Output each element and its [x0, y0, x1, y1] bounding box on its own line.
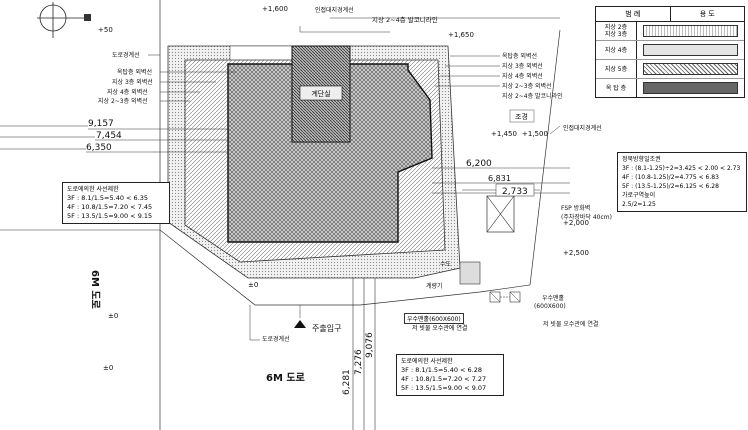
- elev-upper-right: +1,650: [448, 31, 474, 39]
- label-left-wall-3: 지상 4층 외벽선: [107, 88, 148, 96]
- dim-9076: 9,076: [365, 332, 375, 358]
- legend-row: 지상 4층: [596, 41, 744, 60]
- label-meter: 계량기: [426, 282, 443, 290]
- dimension-lines-bottom: [352, 278, 376, 430]
- dimension-lines-left: [0, 125, 228, 153]
- note-title: 도로에의한 사선제한: [401, 358, 453, 365]
- label-road-boundary: 도로경계선: [112, 51, 140, 59]
- note-line: 3F : (8.1-1.25)÷2=3.425 < 2.00 < 2.73: [622, 165, 741, 172]
- elev-bottom-right: +2,500: [563, 249, 589, 257]
- legend-row: 옥 탑 층: [596, 79, 744, 97]
- label-road-boundary-bottom: 도로경계선: [262, 335, 290, 343]
- legend-row-label: 지상 4층: [604, 46, 628, 54]
- elev-right-edge: +1,500: [522, 130, 548, 138]
- elev-right-lower: +2,000: [563, 219, 589, 227]
- note-line: 3F : 8.1/1.5=5.40 < 6.28: [401, 366, 483, 374]
- legend-header-use: 용 도: [699, 10, 715, 18]
- label-fsp-sub: (주차장바닥 40cm): [561, 213, 612, 221]
- entrance-arrow-icon: [294, 320, 306, 328]
- label-right-wall-4: 지상 2~3층 외벽선: [502, 82, 552, 90]
- dim-7454: 7,454: [96, 131, 122, 141]
- legend-row-label-2: 지상 3층: [604, 31, 628, 38]
- label-left-wall-1: 옥탑층 외벽선: [117, 68, 152, 76]
- elev-far-left-bottom: ±0: [103, 364, 113, 372]
- label-right-wall-3: 지상 4층 외벽선: [502, 72, 543, 80]
- dim-2733: 2,733: [502, 187, 528, 197]
- note-title: 도로에의한 사선제한: [67, 186, 119, 193]
- label-sewer-right: 저 빗물 오수관에 연결: [543, 320, 598, 328]
- label-road-bottom: 6M 도로: [266, 372, 305, 384]
- note-line: 4F : 10.8/1.5=7.20 < 7.27: [401, 375, 487, 383]
- label-road-left: 6M 도로: [89, 270, 101, 309]
- tower-label: 계단실: [311, 89, 330, 98]
- dim-7276: 7,276: [354, 349, 364, 375]
- leader-lines: [148, 26, 561, 341]
- legend-swatch: [643, 82, 738, 94]
- label-gutter-right-sub: (600X600): [534, 303, 566, 310]
- note-line: 5F : 13.5/1.5=9.00 < 9.07: [401, 384, 487, 392]
- label-balcony: 지상 2~4층 발코니라인: [372, 15, 438, 24]
- dim-6350: 6,350: [86, 143, 112, 153]
- note-line: 4F : 10.8/1.5=7.20 < 7.45: [67, 203, 153, 211]
- legend-header-symbol: 범 례: [596, 7, 671, 21]
- setback-note-bottom: 도로에의한 사선제한 3F : 8.1/1.5=5.40 < 6.28 4F :…: [396, 354, 504, 396]
- elev-top: +1,600: [262, 5, 288, 13]
- label-entrance: 주출입구: [312, 323, 341, 333]
- dim-6281: 6,281: [342, 369, 352, 395]
- elev-bottom-left: ±0: [248, 281, 258, 289]
- label-left-wall-4: 지상 2~3층 외벽선: [98, 97, 148, 105]
- label-right-balcony: 지상 2~4층 발코니라인: [502, 92, 563, 100]
- note-line: 2.5/2=1.25: [622, 201, 656, 208]
- legend-swatch: [643, 63, 738, 75]
- gutter-tag: 우수맨홀(600X600): [404, 313, 464, 324]
- dim-6831: 6,831: [488, 174, 511, 183]
- floor-5-footprint: [227, 63, 433, 243]
- legend-swatch: [643, 25, 738, 37]
- note-line: 5F : (13.5-1.25)/2=6.125 < 6.28: [622, 183, 719, 190]
- north-arrow: [37, 2, 91, 38]
- elev-mid-right: +1,450: [491, 130, 517, 138]
- site-boundary: [0, 0, 561, 430]
- label-right-wall-1: 옥탑층 외벽선: [502, 52, 537, 60]
- legend-row: 지상 5층: [596, 60, 744, 79]
- note-line: 3F : 8.1/1.5=5.40 < 6.35: [67, 194, 149, 202]
- note-line: 5F : 13.5/1.5=9.00 < 9.15: [67, 212, 153, 220]
- legend-row-label: 옥 탑 층: [605, 84, 627, 92]
- note-subtitle: 가로구역높이: [622, 192, 656, 199]
- label-left-wall-2: 지상 3층 외벽선: [112, 78, 153, 86]
- label-garden: 조경: [515, 112, 528, 121]
- dim-9157: 9,157: [88, 119, 114, 129]
- label-boundary-top: 인접대지경계선: [315, 6, 354, 14]
- label-fsp: FSP 방화벽: [561, 204, 590, 212]
- legend-row-label: 지상 2층: [604, 24, 628, 31]
- label-adjacent-right: 인접대지경계선: [563, 124, 602, 132]
- elev-north: +50: [98, 26, 113, 34]
- label-water-meter: 수도: [440, 261, 452, 268]
- sewer-tag: 저 빗물 오수관에 연결: [412, 325, 468, 332]
- note-title: 정북방향일조권: [622, 156, 661, 163]
- legend-swatch: [643, 44, 738, 56]
- legend-row-label: 지상 5층: [604, 65, 628, 73]
- sunlight-note-right: 정북방향일조권 3F : (8.1-1.25)÷2=3.425 < 2.00 <…: [617, 152, 747, 212]
- elev-far-left: ±0: [108, 312, 118, 320]
- setback-note-left: 도로에의한 사선제한 3F : 8.1/1.5=5.40 < 6.35 4F :…: [62, 182, 170, 224]
- label-right-wall-2: 지상 3층 외벽선: [502, 62, 543, 70]
- note-line: 4F : (10.8-1.25)/2=4.775 < 6.83: [622, 174, 719, 181]
- dim-6200: 6,200: [466, 159, 492, 169]
- label-gutter-right: 우수맨홀: [542, 294, 565, 302]
